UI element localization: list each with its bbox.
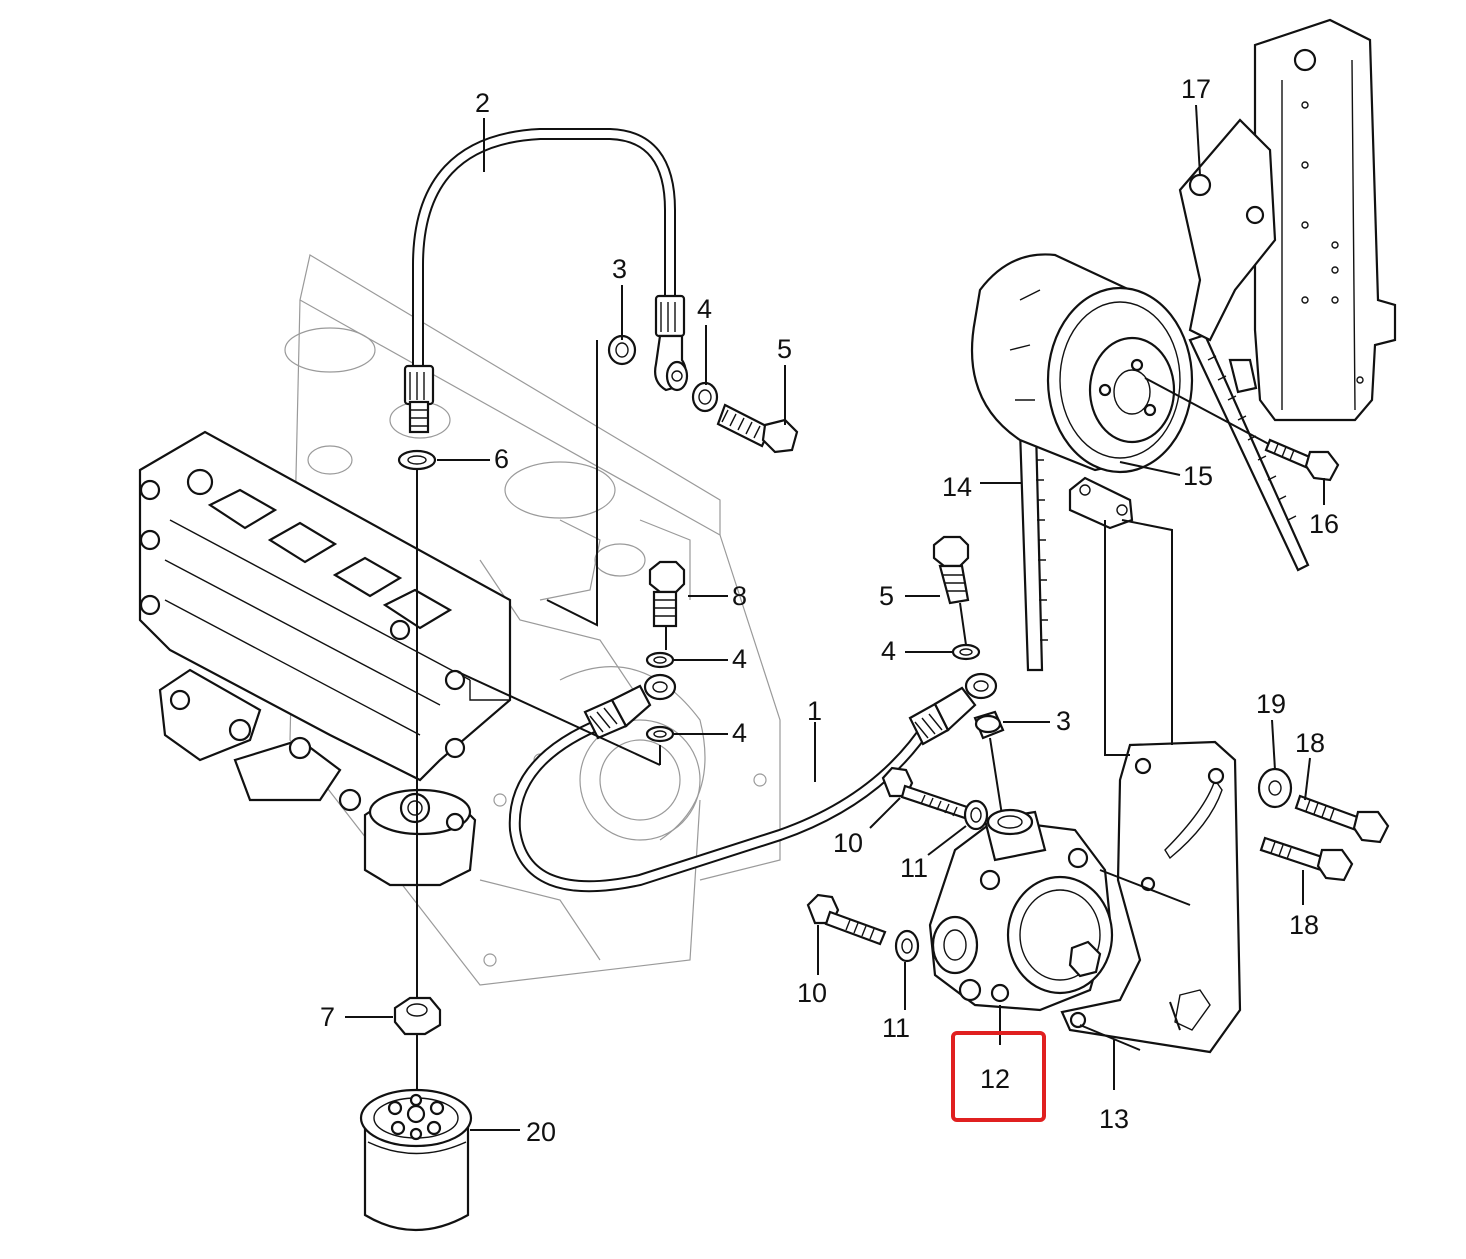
nut-7 — [393, 996, 442, 1036]
callout-20: 20 — [526, 1117, 556, 1147]
pump-bolt-upper — [881, 766, 989, 831]
callout-7: 7 — [320, 1002, 335, 1032]
callout-17: 17 — [1181, 74, 1211, 104]
callout-11: 11 — [900, 853, 928, 883]
hose-2 — [403, 128, 689, 434]
callout-10: 10 — [833, 828, 863, 858]
oil-cooler — [138, 430, 512, 887]
bolt-16 — [1264, 438, 1340, 482]
bracket-bolts — [1257, 767, 1390, 882]
callout-4: 4 — [732, 644, 747, 674]
callout-11: 11 — [882, 1013, 910, 1043]
callout-4: 4 — [881, 636, 896, 666]
callout-2: 2 — [475, 88, 490, 118]
drive-belt — [1018, 333, 1310, 672]
bracket-17 — [1178, 18, 1397, 422]
callout-10: 10 — [797, 978, 827, 1008]
callout-15: 15 — [1183, 461, 1213, 491]
callout-8: 8 — [732, 581, 747, 611]
callout-14: 14 — [942, 472, 972, 502]
banjo-bolt-lower — [932, 535, 1005, 816]
washer-6 — [397, 449, 437, 471]
callout-19: 19 — [1256, 689, 1286, 719]
callout-13: 13 — [1099, 1104, 1129, 1134]
axis-line-pulley — [1144, 377, 1281, 451]
callout-5: 5 — [777, 334, 792, 364]
callout-1: 1 — [807, 696, 822, 726]
callout-5: 5 — [879, 581, 894, 611]
callout-labels: 1 2 3 3 4 4 4 4 5 5 6 7 8 10 10 11 11 12… — [320, 74, 1339, 1147]
callout-3: 3 — [1056, 706, 1071, 736]
callout-6: 6 — [494, 444, 509, 474]
callout-16: 16 — [1309, 509, 1339, 539]
hose-1 — [508, 672, 998, 893]
banjo-bolt-8 — [645, 560, 686, 765]
callout-3: 3 — [612, 254, 627, 284]
callout-4: 4 — [697, 294, 712, 324]
oil-pump — [928, 808, 1114, 1012]
callout-4: 4 — [732, 718, 747, 748]
callout-12: 12 — [980, 1064, 1010, 1094]
pulley-assembly — [970, 253, 1194, 530]
banjo-bolt-upper — [607, 334, 799, 454]
callout-18: 18 — [1289, 910, 1319, 940]
highlight-box — [951, 1031, 1046, 1122]
oil-filter — [359, 1088, 473, 1231]
leader-lines — [345, 104, 1325, 1131]
callout-18: 18 — [1295, 728, 1325, 758]
pump-bolt-lower — [806, 893, 920, 963]
